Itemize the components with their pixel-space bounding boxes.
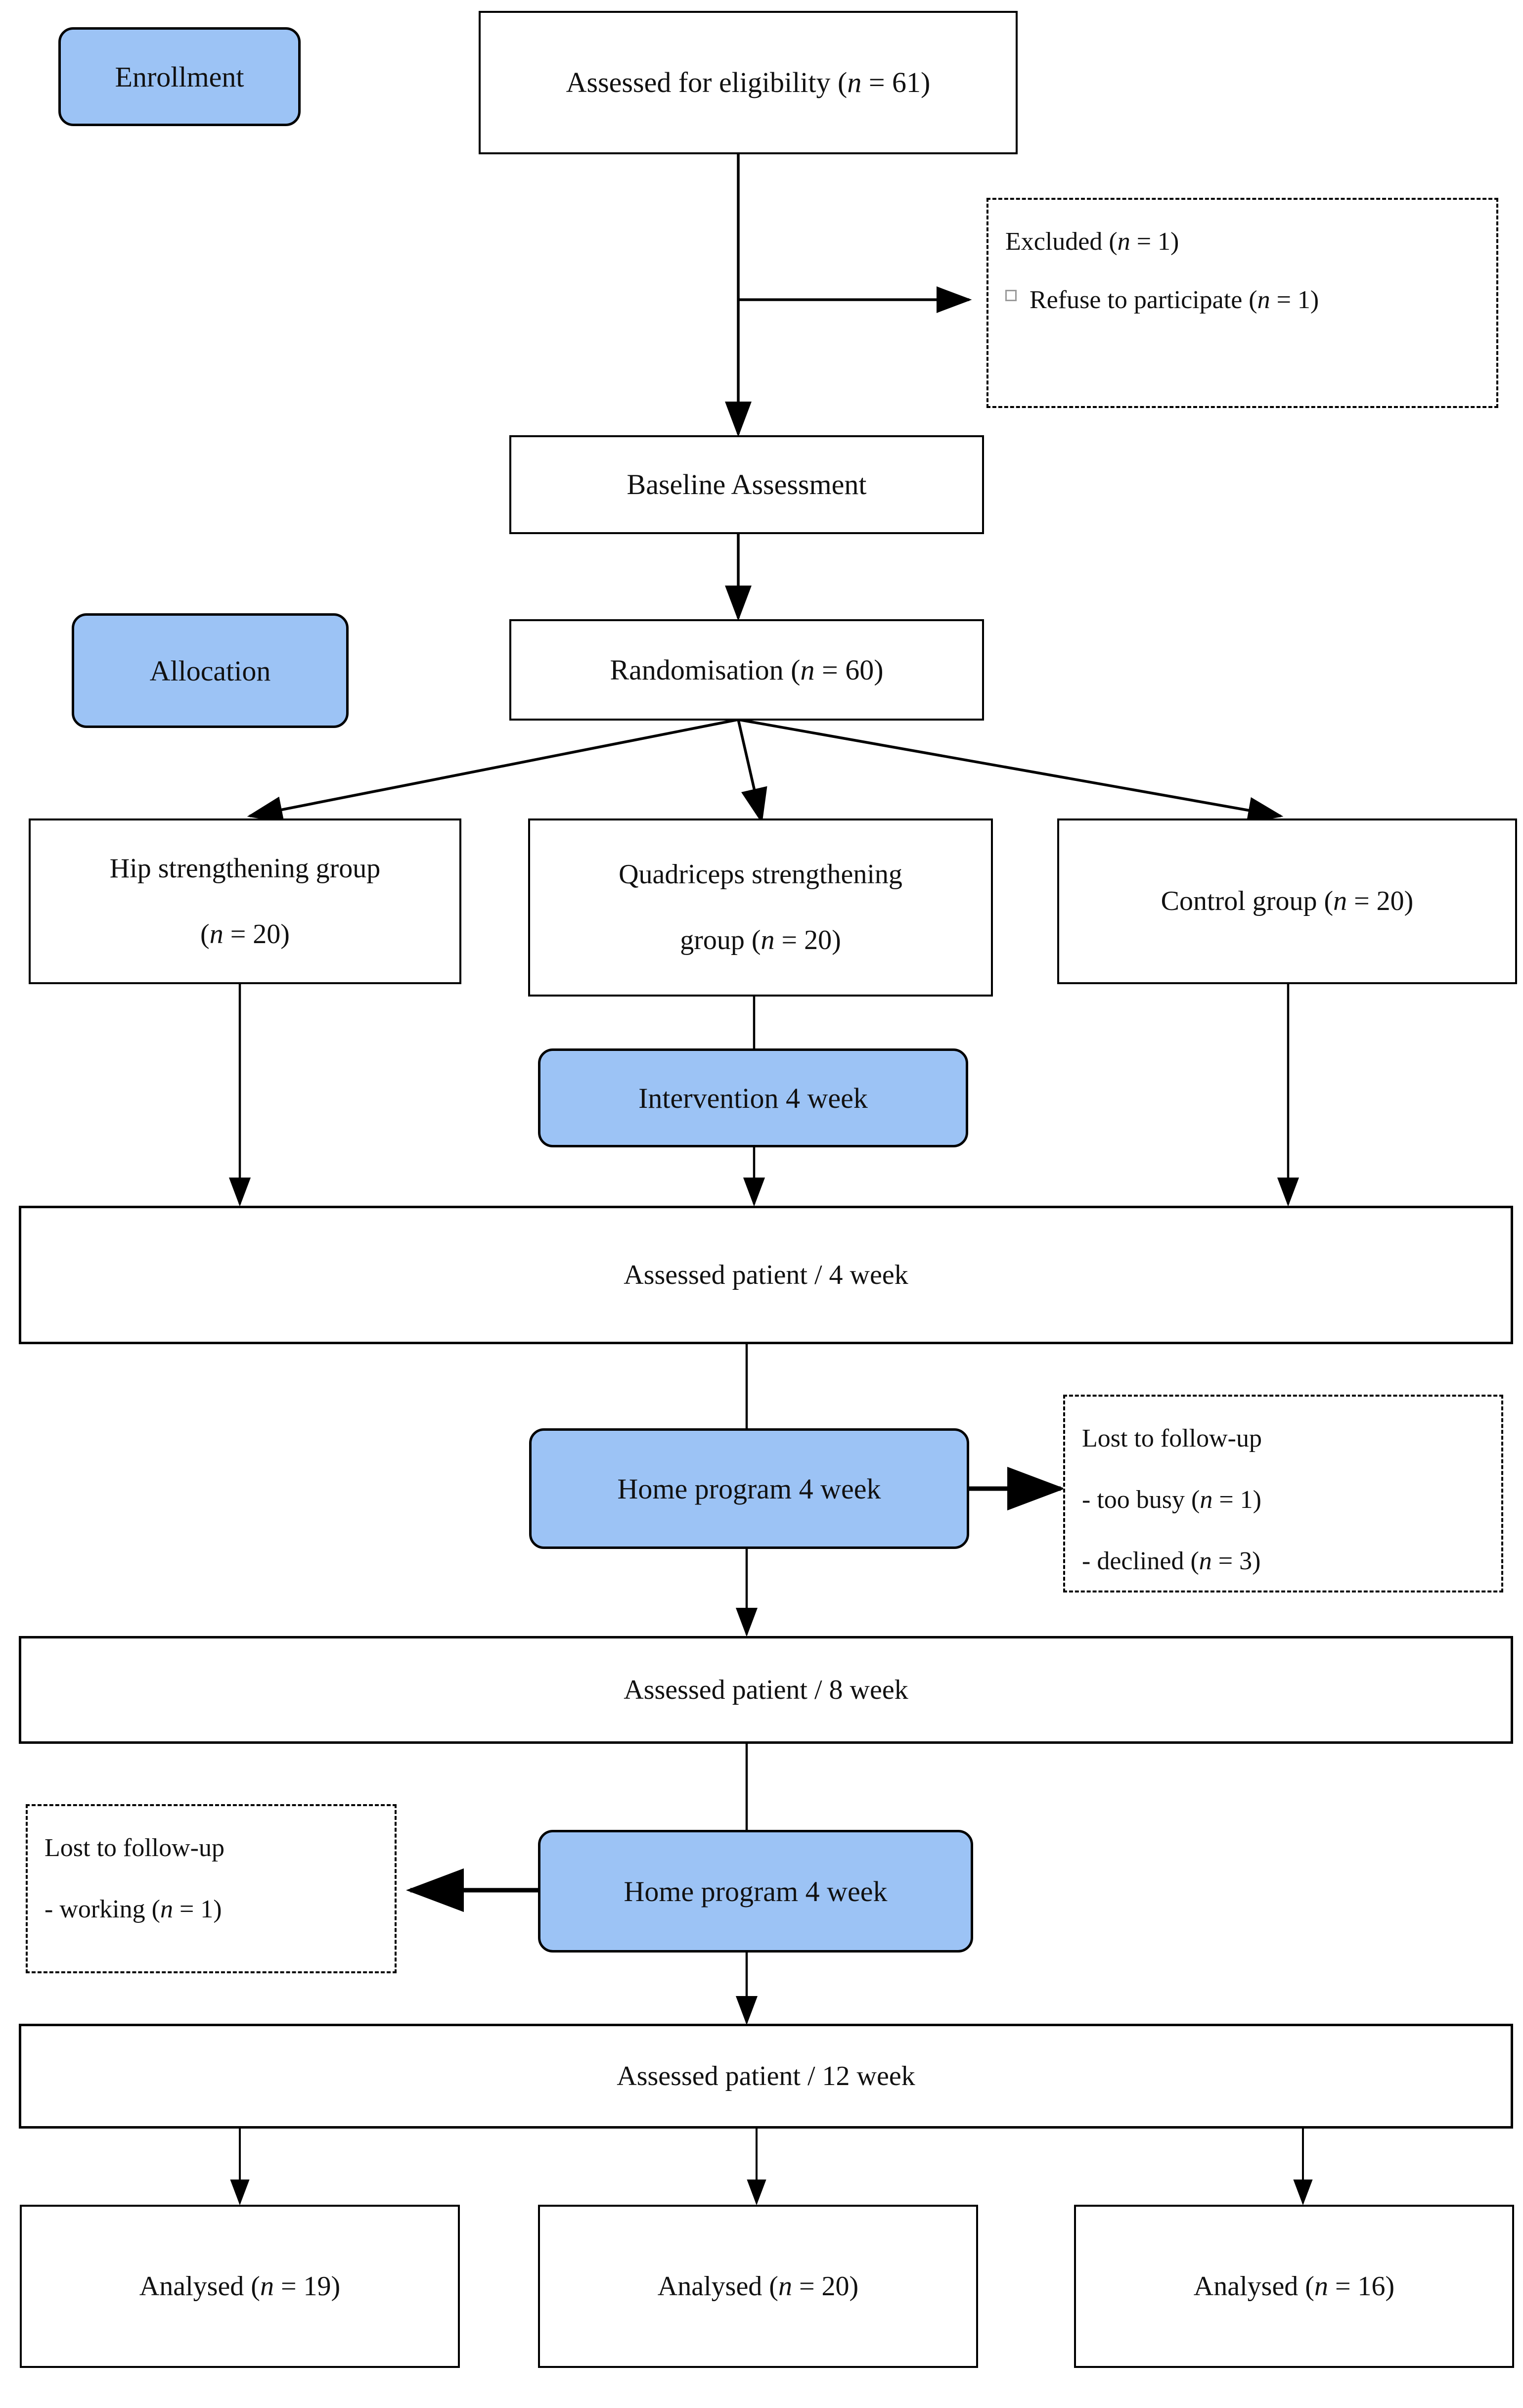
node-group-quadriceps: Quadriceps strengthening group (n = 20): [528, 818, 993, 997]
stage-label-home-program-2: Home program 4 week: [538, 1830, 973, 1953]
lost-followup-2-item-0: - working (n = 1): [45, 1895, 222, 1923]
node-group-hip: Hip strengthening group (n = 20): [29, 818, 461, 984]
lost-followup-box-1: Lost to follow-up - too busy (n = 1) - d…: [1063, 1395, 1503, 1592]
analysed-quad-text: Analysed (n = 20): [657, 2271, 859, 2302]
lost-followup-1-item-1: - declined (n = 3): [1082, 1547, 1261, 1575]
enrollment-text: Enrollment: [115, 60, 244, 93]
node-baseline-assessment: Baseline Assessment: [509, 435, 984, 534]
lost-followup-1-title: Lost to follow-up: [1082, 1424, 1262, 1453]
home-program-1-text: Home program 4 week: [617, 1472, 881, 1505]
stage-label-enrollment: Enrollment: [58, 27, 301, 126]
stage-label-intervention: Intervention 4 week: [538, 1048, 968, 1147]
node-randomisation: Randomisation (n = 60): [509, 619, 984, 721]
assessed-12week-text: Assessed patient / 12 week: [617, 2060, 915, 2091]
eligibility-text: Assessed for eligibility (n = 61): [566, 66, 931, 99]
assessed-8week-text: Assessed patient / 8 week: [624, 1674, 908, 1705]
square-bullet-icon: [1005, 290, 1017, 301]
excluded-item-0: Refuse to participate (n = 1): [1030, 286, 1319, 314]
group-hip-line1: Hip strengthening group: [109, 853, 381, 884]
randomisation-text: Randomisation (n = 60): [610, 653, 884, 686]
node-assessed-patient-8week: Assessed patient / 8 week: [19, 1636, 1513, 1744]
arrow-randomisation-to-control: [738, 718, 1284, 823]
stage-label-allocation: Allocation: [72, 613, 349, 728]
node-group-control: Control group (n = 20): [1057, 818, 1517, 984]
intervention-text: Intervention 4 week: [638, 1082, 868, 1114]
group-hip-line2: (n = 20): [200, 918, 290, 950]
arrow-randomisation-to-hip: [247, 718, 739, 823]
home-program-2-text: Home program 4 week: [624, 1875, 888, 1908]
node-analysed-control: Analysed (n = 16): [1074, 2205, 1514, 2368]
lost-followup-1-item-0: - too busy (n = 1): [1082, 1486, 1261, 1514]
analysed-control-text: Analysed (n = 16): [1193, 2271, 1395, 2302]
group-quad-line2: group (n = 20): [680, 925, 841, 955]
node-analysed-hip: Analysed (n = 19): [20, 2205, 460, 2368]
node-analysed-quadriceps: Analysed (n = 20): [538, 2205, 978, 2368]
excluded-item-row: Refuse to participate (n = 1): [1005, 281, 1481, 319]
lost-followup-2-title: Lost to follow-up: [45, 1834, 224, 1862]
node-assessed-patient-12week: Assessed patient / 12 week: [19, 2024, 1513, 2129]
group-control-text: Control group (n = 20): [1161, 886, 1414, 917]
excluded-title: Excluded (n = 1): [1005, 227, 1179, 256]
analysed-hip-text: Analysed (n = 19): [139, 2271, 341, 2302]
baseline-text: Baseline Assessment: [627, 468, 867, 501]
group-quad-line1: Quadriceps strengthening: [619, 859, 902, 890]
allocation-text: Allocation: [149, 654, 271, 687]
assessed-4week-text: Assessed patient / 4 week: [624, 1259, 908, 1290]
arrow-randomisation-to-quadriceps: [737, 719, 767, 824]
node-assessed-for-eligibility: Assessed for eligibility (n = 61): [479, 11, 1018, 154]
node-assessed-patient-4week: Assessed patient / 4 week: [19, 1206, 1513, 1344]
excluded-box: Excluded (n = 1) Refuse to participate (…: [986, 198, 1498, 408]
stage-label-home-program-1: Home program 4 week: [529, 1428, 969, 1549]
lost-followup-box-2: Lost to follow-up - working (n = 1): [26, 1804, 397, 1973]
